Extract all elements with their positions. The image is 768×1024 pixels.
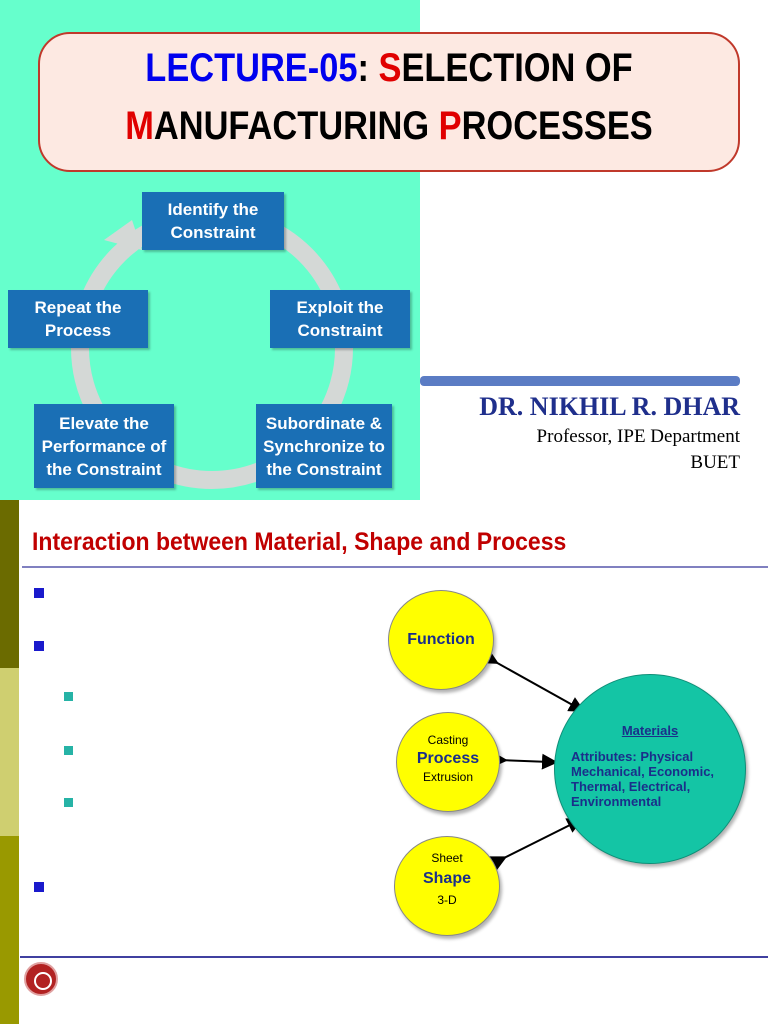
cycle-subordinate: Subordinate & Synchronize to the Constra… bbox=[256, 404, 392, 488]
cycle-identify: Identify the Constraint bbox=[142, 192, 284, 250]
title-rocesses: ROCESSES bbox=[461, 104, 653, 148]
bullet-2 bbox=[34, 641, 44, 651]
side-stripe-3 bbox=[0, 836, 19, 1024]
slide-1: LECTURE-05: SELECTION OF MANUFACTURING P… bbox=[0, 0, 768, 871]
materials-attributes: Attributes: Physical Mechanical, Economi… bbox=[571, 749, 715, 809]
title-p: P bbox=[438, 104, 462, 148]
cycle-repeat: Repeat the Process bbox=[8, 290, 148, 348]
sub-bullet-2 bbox=[64, 746, 73, 755]
shape-3d: 3-D bbox=[437, 893, 457, 907]
shape-circle: Sheet Shape 3-D bbox=[394, 836, 500, 936]
slide-2-title: Interaction between Material, Shape and … bbox=[32, 528, 567, 556]
process-label: Process bbox=[416, 750, 480, 767]
author-institution: BUET bbox=[690, 452, 740, 473]
sub-bullet-1 bbox=[64, 692, 73, 701]
author-divider bbox=[420, 376, 740, 386]
function-circle: Function bbox=[388, 590, 494, 690]
title-colon: : bbox=[357, 46, 379, 90]
title-election-of: ELECTION OF bbox=[401, 46, 633, 90]
cycle-elevate: Elevate the Performance of the Constrain… bbox=[34, 404, 174, 488]
process-circle: Casting Process Extrusion bbox=[396, 712, 500, 812]
author-name: DR. NIKHIL R. DHAR bbox=[479, 392, 740, 421]
materials-circle: Materials Attributes: Physical Mechanica… bbox=[554, 674, 746, 864]
sub-bullet-3 bbox=[64, 798, 73, 807]
materials-label: Materials bbox=[621, 723, 679, 738]
title-lecture: LECTURE-05 bbox=[145, 46, 358, 90]
title-box: LECTURE-05: SELECTION OF MANUFACTURING P… bbox=[38, 32, 740, 172]
bullet-1 bbox=[34, 588, 44, 598]
cycle-arrow-head bbox=[104, 220, 142, 250]
title-m: M bbox=[125, 104, 154, 148]
shape-label: Shape bbox=[422, 870, 471, 887]
side-stripe-1 bbox=[0, 500, 19, 668]
title-line-2: MANUFACTURING PROCESSES bbox=[89, 104, 689, 149]
arrow-shape-materials bbox=[489, 818, 584, 871]
author-position: Professor, IPE Department bbox=[536, 426, 740, 447]
arrow-process-materials bbox=[491, 751, 558, 770]
title-s: S bbox=[378, 46, 402, 90]
cycle-exploit: Exploit the Constraint bbox=[270, 290, 410, 348]
arrow-function-materials bbox=[481, 649, 585, 712]
title-line-1: LECTURE-05: SELECTION OF bbox=[89, 46, 689, 91]
title-anufacturing: ANUFACTURING bbox=[153, 104, 439, 148]
side-stripe-2 bbox=[0, 668, 19, 836]
process-casting: Casting bbox=[427, 733, 469, 747]
function-label: Function bbox=[407, 631, 475, 648]
process-extrusion: Extrusion bbox=[422, 770, 474, 784]
university-logo-icon bbox=[24, 962, 58, 996]
footer-rule bbox=[20, 956, 768, 958]
bullet-3 bbox=[34, 882, 44, 892]
title-rule bbox=[22, 566, 768, 568]
shape-sheet: Sheet bbox=[431, 851, 463, 865]
